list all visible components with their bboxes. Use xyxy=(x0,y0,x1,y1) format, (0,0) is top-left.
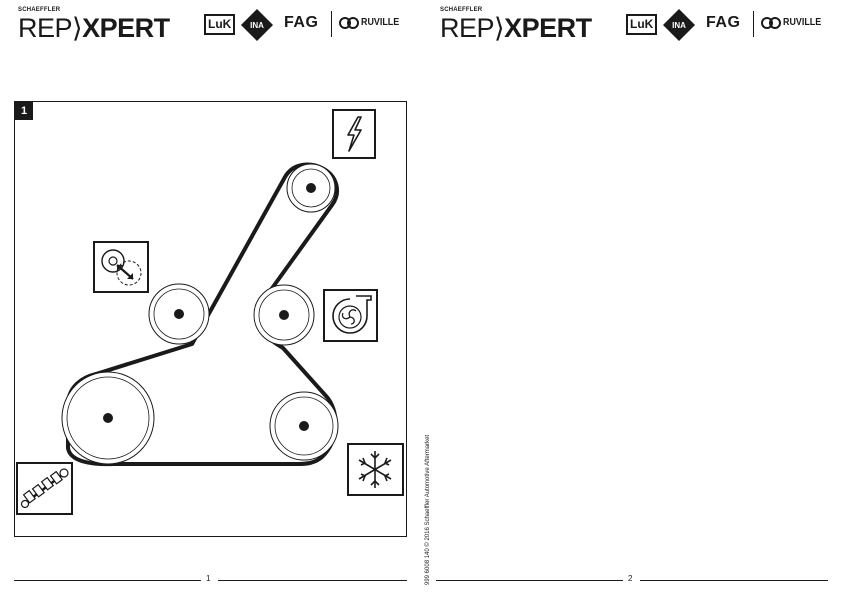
logo-divider xyxy=(753,11,754,37)
footer-rule-left-2 xyxy=(436,580,623,581)
ruville-emblem-icon xyxy=(761,17,781,29)
ac-compressor-pulley xyxy=(269,391,339,461)
footer-rule-right-1 xyxy=(218,580,407,581)
svg-text:INA: INA xyxy=(672,21,686,30)
ac-compressor-icon xyxy=(347,443,404,496)
ruville-logo: RUVILLE xyxy=(783,16,822,28)
header-right: SCHAEFFLER REP⟩XPERT LuK INA FAG RUVILLE xyxy=(440,7,830,43)
ina-logo: INA xyxy=(241,9,273,41)
schaeffler-label: SCHAEFFLER xyxy=(18,7,61,13)
figure-number-badge: 1 xyxy=(15,102,33,120)
belt-diagram-frame xyxy=(14,101,407,537)
ina-logo: INA xyxy=(663,9,695,41)
water-pump-icon xyxy=(323,289,378,342)
page-number-1: 1 xyxy=(206,574,211,583)
page-number-2: 2 xyxy=(628,574,633,583)
tensioner-icon xyxy=(93,241,149,293)
crankshaft-pulley xyxy=(61,371,155,465)
luk-logo: LuK xyxy=(204,14,236,35)
water-pump-pulley xyxy=(253,284,315,346)
repxpert-logo: REP⟩XPERT xyxy=(440,13,592,43)
fag-logo: FAG xyxy=(706,14,741,31)
header-left: SCHAEFFLER REP⟩XPERT LuK INA FAG RUVILLE xyxy=(18,7,408,43)
copyright-note: 999 6008 140 © 2016 Schaeffler Automotiv… xyxy=(425,434,431,585)
alternator-pulley xyxy=(286,163,336,213)
lightning-bolt-icon xyxy=(347,116,362,152)
belt-routing-diagram xyxy=(61,162,339,467)
logo-divider xyxy=(331,11,332,37)
footer-rule-left-1 xyxy=(14,580,201,581)
schaeffler-label: SCHAEFFLER xyxy=(440,7,483,13)
ruville-emblem-icon xyxy=(339,17,359,29)
ruville-logo: RUVILLE xyxy=(361,16,400,28)
tensioner-pulley xyxy=(148,283,210,345)
crankshaft-icon xyxy=(16,462,73,515)
footer-rule-right-2 xyxy=(640,580,828,581)
snowflake-icon xyxy=(358,451,392,488)
alternator-icon xyxy=(332,109,376,159)
repxpert-logo: REP⟩XPERT xyxy=(18,13,170,43)
fag-logo: FAG xyxy=(284,14,319,31)
luk-logo: LuK xyxy=(626,14,658,35)
svg-text:INA: INA xyxy=(250,21,264,30)
